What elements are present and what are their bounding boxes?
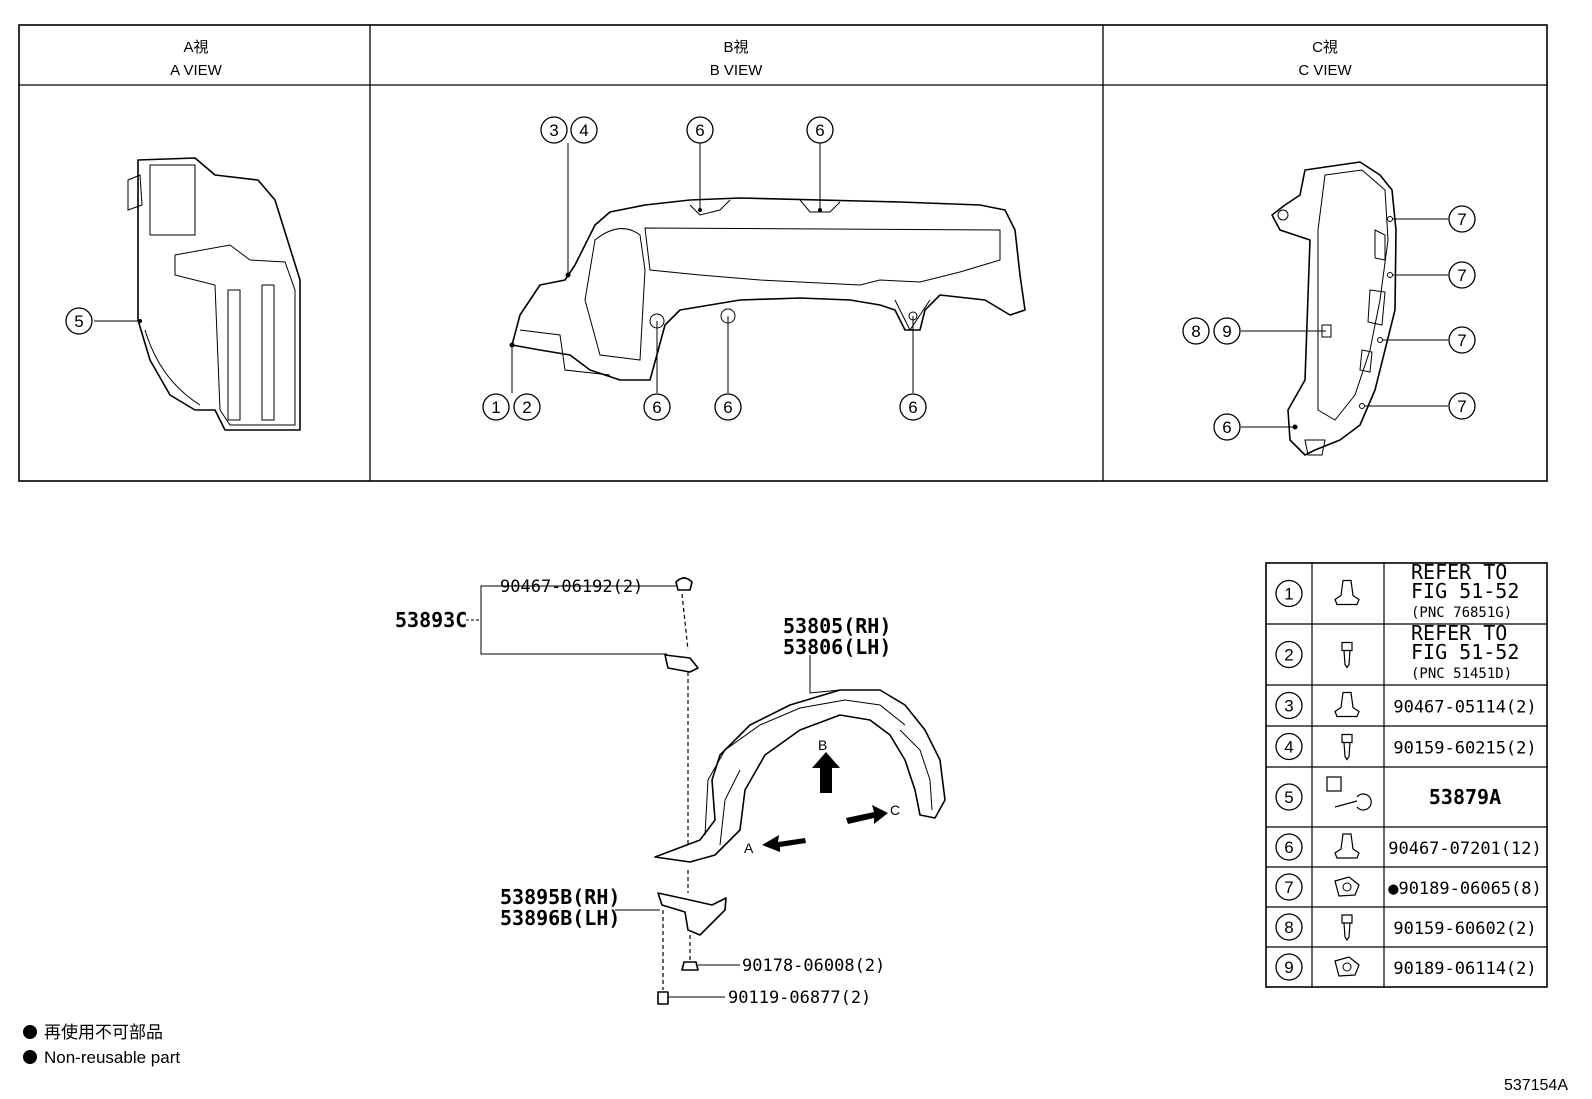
parts-table-num: 3	[1284, 697, 1293, 716]
clip-icon	[1334, 691, 1360, 718]
parts-table-part: REFER TO	[1411, 621, 1507, 645]
view-b-title-en: B VIEW	[710, 62, 763, 79]
svg-text:6: 6	[815, 121, 824, 140]
svg-text:7: 7	[1457, 331, 1466, 350]
view-c-title-en: C VIEW	[1298, 62, 1352, 79]
parts-table-row: 5 53879A	[1275, 776, 1501, 811]
screw-icon	[1341, 733, 1353, 761]
label-bracket-rh: 53895B(RH)	[500, 885, 620, 909]
legend-bullet-2	[23, 1050, 37, 1064]
screw-icon	[1341, 641, 1353, 669]
svg-text:5: 5	[74, 312, 83, 331]
parts-table-part: 53879A	[1429, 785, 1501, 809]
parts-table-part: 90159-60215(2)	[1393, 739, 1536, 759]
parts-table-part: FIG 51-52	[1411, 579, 1519, 603]
parts-table-part: 90189-06114(2)	[1393, 959, 1536, 979]
nut-icon	[1334, 876, 1360, 897]
parts-table-num: 8	[1284, 918, 1293, 937]
label-liner-lh: 53806(LH)	[783, 635, 891, 659]
label-clip-top: 90467-06192(2)	[500, 577, 643, 597]
view-b-title-jp: B視	[723, 39, 748, 56]
parts-table-row: 8 90159-60602(2)	[1275, 913, 1537, 942]
label-liner-rh: 53805(RH)	[783, 614, 891, 638]
figure-id: 537154A	[1504, 1077, 1568, 1094]
arrow-label-a: A	[744, 840, 754, 856]
c-view-callouts: 7 7 7 7 8 9 6	[1182, 205, 1476, 441]
parts-table-num: 7	[1284, 878, 1293, 897]
parts-table-num: 5	[1284, 788, 1293, 807]
fender-liner-drawing	[466, 577, 946, 1005]
legend-en: Non-reusable part	[44, 1048, 180, 1067]
label-seal-assy: 53893C	[395, 608, 467, 632]
label-bracket-lh: 53896B(LH)	[500, 906, 620, 930]
view-c-title-jp: C視	[1312, 39, 1338, 56]
svg-text:8: 8	[1191, 322, 1200, 341]
parts-table-row: 4 90159-60215(2)	[1275, 732, 1537, 761]
parts-table-num: 6	[1284, 838, 1293, 857]
nut-icon	[1334, 956, 1360, 977]
svg-text:6: 6	[1222, 418, 1231, 437]
parts-table-num: 4	[1284, 738, 1293, 757]
parts-table-row: 9 90189-06114(2)	[1275, 953, 1537, 981]
svg-text:7: 7	[1457, 266, 1466, 285]
arrow-label-c: C	[890, 802, 900, 818]
parts-table-num: 9	[1284, 958, 1293, 977]
svg-text:3: 3	[549, 121, 558, 140]
screw-icon	[1341, 914, 1353, 942]
view-title-a: A視 A VIEW	[170, 39, 223, 79]
main-labels: 90467-06192(2) 53893C 53805(RH) 53806(LH…	[395, 577, 900, 1008]
view-a-title-jp: A視	[183, 39, 208, 56]
view-frame	[18, 24, 1548, 482]
view-a-title-en: A VIEW	[170, 62, 223, 79]
parts-table-part: 90159-60602(2)	[1393, 919, 1536, 939]
svg-text:2: 2	[522, 398, 531, 417]
parts-table-part: FIG 51-52	[1411, 640, 1519, 664]
a-view-callout-5: 5	[65, 307, 93, 335]
svg-text:1: 1	[491, 398, 500, 417]
parts-table-part: 90467-07201(12)	[1388, 839, 1542, 859]
c-view-drawing	[1241, 161, 1448, 456]
svg-text:7: 7	[1457, 210, 1466, 229]
svg-text:6: 6	[695, 121, 704, 140]
b-view-drawing	[509, 143, 1026, 393]
label-bolt: 90119-06877(2)	[728, 988, 871, 1008]
svg-text:9: 9	[1222, 322, 1231, 341]
parts-table-row: 3 90467-05114(2)	[1275, 691, 1537, 720]
legend-jp: 再使用不可部品	[44, 1022, 163, 1042]
view-title-b: B視 B VIEW	[710, 39, 763, 79]
svg-text:7: 7	[1457, 397, 1466, 416]
clip-icon	[1334, 579, 1360, 606]
parts-table-row: 7 ●90189-06065(8)	[1275, 873, 1542, 901]
label-nut: 90178-06008(2)	[742, 956, 885, 976]
parts-table-part: REFER TO	[1411, 560, 1507, 584]
parts-table-part: (PNC 76851G)	[1411, 605, 1512, 621]
svg-text:6: 6	[723, 398, 732, 417]
svg-text:6: 6	[908, 398, 917, 417]
b-view-callouts: 3 4 6 6 1 2 6 6 6	[482, 116, 927, 421]
parts-table-part: (PNC 51451D)	[1411, 666, 1512, 682]
a-view-drawing	[94, 157, 301, 431]
arrow-label-b: B	[818, 737, 827, 753]
legend-bullet-1	[23, 1025, 37, 1039]
svg-text:6: 6	[652, 398, 661, 417]
clip-icon	[1334, 833, 1360, 859]
parts-table-num: 1	[1284, 585, 1293, 604]
retainer-icon	[1326, 776, 1372, 811]
parts-table-part: 90467-05114(2)	[1393, 698, 1536, 718]
parts-table-num: 2	[1284, 646, 1293, 665]
view-title-c: C視 C VIEW	[1298, 39, 1352, 79]
legend: 再使用不可部品 Non-reusable part	[23, 1022, 180, 1067]
svg-text:4: 4	[579, 121, 588, 140]
parts-table-part: ●90189-06065(8)	[1388, 879, 1542, 899]
parts-table-row: 6 90467-07201(12)	[1275, 833, 1542, 861]
